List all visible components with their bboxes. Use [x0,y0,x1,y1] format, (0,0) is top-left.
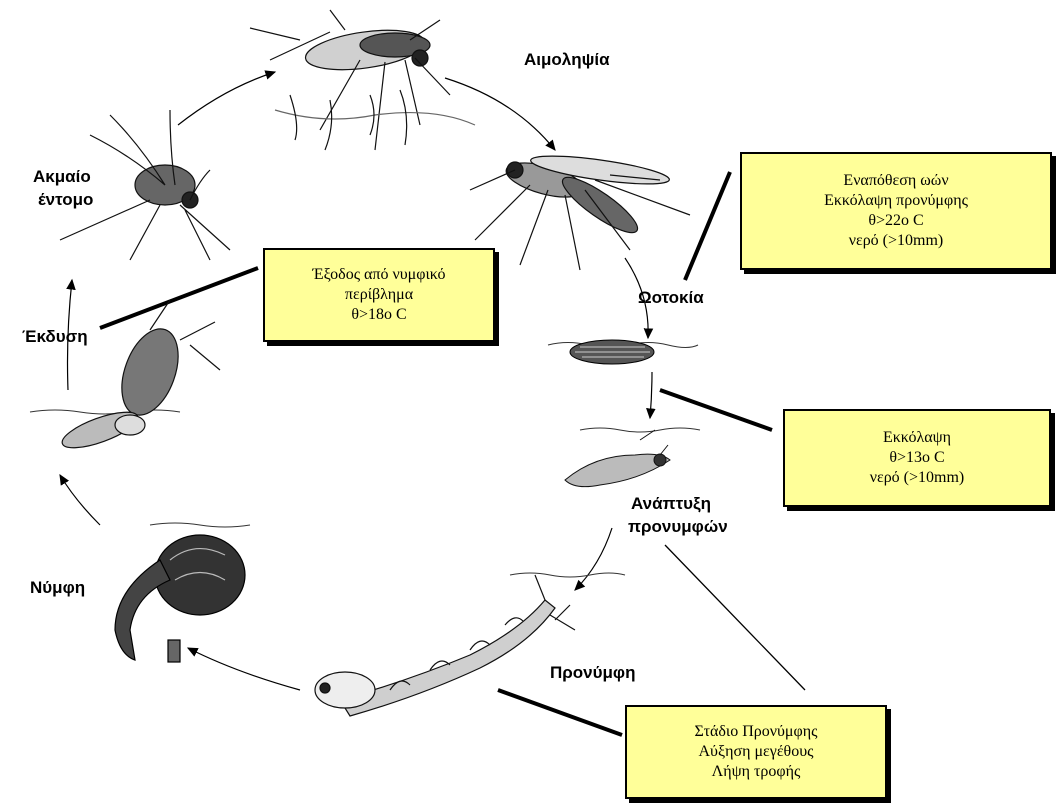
label-blood-meal: Αιμοληψία [524,49,610,71]
emerging-mosquito-illustration [58,300,220,455]
arrow-adult-to-bloodmeal [178,72,275,125]
note-oviposition-line1: Εναπόθεση ωών [843,171,948,191]
blood-feeding-mosquito-illustration [250,10,475,150]
note-larval-stage-line2: Αύξηση μεγέθους [699,742,814,762]
egg-laying-mosquito-illustration [470,150,690,270]
pointer-oviposition [685,172,730,280]
pointer-development [665,545,805,690]
arrow-pupa-to-emergence [60,475,100,525]
note-emergence: Έξοδος από νυμφικό περίβλημα θ>18o C [263,248,495,342]
pointer-larval-stage [498,690,622,735]
label-emergence: Έκδυση [22,326,88,348]
egg-raft-illustration [570,340,654,364]
label-larval-development-line2: προνυμφών [628,516,728,538]
note-hatching: Εκκόλαψη θ>13o C νερό (>10mm) [783,409,1051,507]
label-adult-line1: Ακμαίο [33,166,91,188]
note-emergence-line2: περίβλημα [345,285,413,305]
note-oviposition: Εναπόθεση ωών Εκκόλαψη προνύμφης θ>22o C… [740,152,1052,270]
note-hatching-line3: νερό (>10mm) [870,468,965,488]
pointer-emergence [100,268,258,328]
label-larval-development-line1: Ανάπτυξη [631,493,711,515]
note-oviposition-line4: νερό (>10mm) [849,231,944,251]
larva-illustration [315,575,575,716]
note-oviposition-line2: Εκκόλαψη προνύμφης [824,191,968,211]
arrow-larva-to-pupa [188,648,300,690]
note-larval-stage: Στάδιο Προνύμφης Αύξηση μεγέθους Λήψη τρ… [625,705,887,799]
arrow-bloodmeal-to-female [445,78,555,150]
label-pupa: Νύμφη [30,577,85,599]
note-hatching-line1: Εκκόλαψη [883,428,951,448]
note-oviposition-line3: θ>22o C [868,211,923,231]
label-adult-line2: έντομο [38,189,93,211]
note-hatching-line2: θ>13o C [889,448,944,468]
pupa-illustration [115,535,245,662]
note-larval-stage-line3: Λήψη τροφής [712,762,801,782]
note-emergence-line3: θ>18o C [351,305,406,325]
label-oviposition: Ωοτοκία [638,287,704,309]
label-larva: Προνύμφη [550,662,635,684]
arrow-young-larva-to-larva [575,528,612,590]
pointer-hatching [660,390,772,430]
young-larva-illustration [565,430,670,487]
note-larval-stage-line1: Στάδιο Προνύμφης [695,722,818,742]
note-emergence-line1: Έξοδος από νυμφικό [313,265,446,285]
arrow-eggs-to-young-larva [650,372,652,418]
